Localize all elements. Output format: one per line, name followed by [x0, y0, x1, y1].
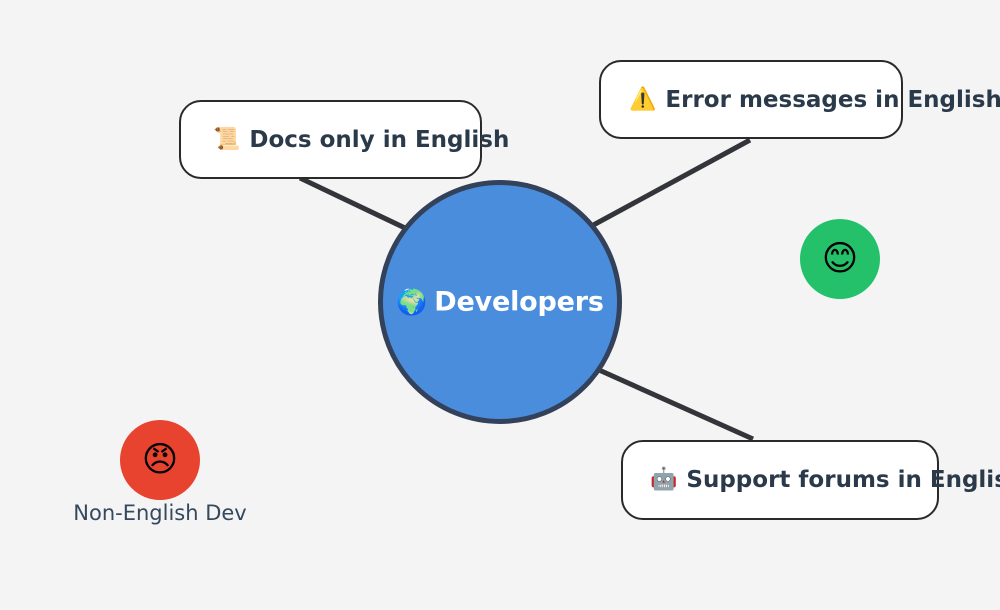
callout-docs-label: Docs only in English	[249, 126, 510, 153]
node-non-english-dev[interactable]: 😠	[120, 420, 200, 500]
node-developers-text: Developers	[434, 286, 604, 318]
callout-error-label: Error messages in English	[665, 86, 1000, 113]
node-developers[interactable]: 🌍 Developers	[378, 180, 622, 424]
scroll-icon: 📜	[213, 126, 241, 152]
callout-error-messages-in-english[interactable]: ⚠️ Error messages in English	[599, 60, 1000, 139]
angry-face-icon: 😠	[141, 439, 179, 480]
callout-support-forums-in-english[interactable]: 🤖 Support forums in English	[621, 440, 1000, 520]
callout-docs-content: 📜 Docs only in English	[213, 127, 509, 153]
node-non-english-dev-caption: Non-English Dev	[73, 501, 247, 525]
node-happy-outcome[interactable]: 😊	[800, 219, 880, 299]
warning-icon: ⚠️	[629, 86, 657, 112]
robot-icon: 🤖	[650, 467, 678, 492]
smiling-face-with-smiling-eyes-icon: 😊	[821, 238, 859, 279]
callout-support-content: 🤖 Support forums in English	[650, 467, 1000, 493]
callout-error-content: ⚠️ Error messages in English	[629, 87, 1000, 113]
callout-docs-only-in-english[interactable]: 📜 Docs only in English	[179, 100, 509, 179]
callout-support-label: Support forums in English	[686, 467, 1000, 493]
node-developers-label: 🌍 Developers	[396, 286, 604, 318]
globe-showing-europe-africa-icon: 🌍	[396, 287, 428, 317]
